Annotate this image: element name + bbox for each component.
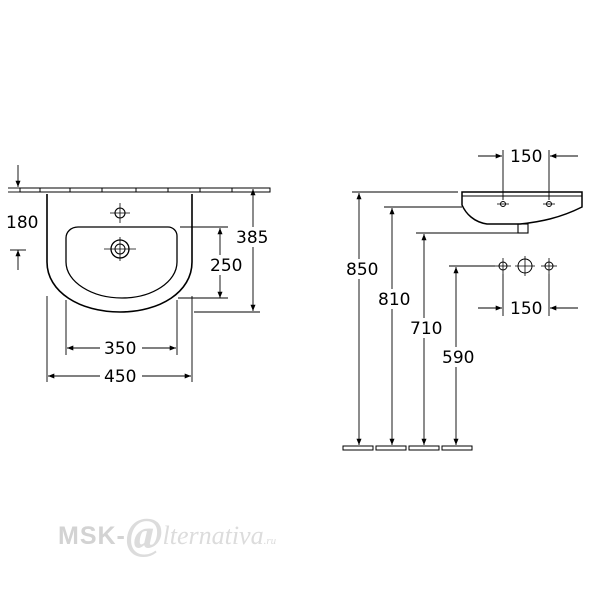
dim-150-top xyxy=(478,150,578,200)
dim-150-top-label: 150 xyxy=(510,147,542,167)
basin-inner-bowl xyxy=(65,226,178,299)
dim-810 xyxy=(384,206,462,445)
watermark-part-a: MSK- xyxy=(58,522,126,550)
dim-850 xyxy=(352,191,458,445)
wall-bolts xyxy=(495,256,557,276)
dim-810-label: 810 xyxy=(378,290,410,310)
dim-385-label: 385 xyxy=(236,228,268,248)
dimension-labels: 180 385 250 350 450 150 150 850 810 710 … xyxy=(6,147,542,387)
watermark-part-b: lternativa xyxy=(162,521,264,550)
basin-outer-outline xyxy=(46,194,193,313)
wall-strip xyxy=(19,187,271,193)
dim-850-label: 850 xyxy=(346,260,378,280)
top-view xyxy=(8,165,271,382)
dim-180 xyxy=(8,165,26,270)
dim-450-label: 450 xyxy=(104,367,136,387)
watermark: MSK-@lternativa.ru xyxy=(58,508,276,559)
dim-710 xyxy=(416,232,518,445)
watermark-part-c: .ru xyxy=(263,535,277,547)
floor-pads xyxy=(342,445,473,451)
dim-350-label: 350 xyxy=(104,339,136,359)
dim-180-label: 180 xyxy=(6,213,38,233)
dim-250-label: 250 xyxy=(210,256,242,276)
dim-590-label: 590 xyxy=(442,348,474,368)
dim-150-bottom xyxy=(478,274,578,316)
waste-outlet xyxy=(517,223,529,234)
dim-150-bottom-label: 150 xyxy=(510,299,542,319)
dim-710-label: 710 xyxy=(410,319,442,339)
basin-side-profile xyxy=(461,191,583,225)
side-view xyxy=(342,150,583,451)
watermark-at-sign: @ xyxy=(125,509,163,558)
dim-385 xyxy=(194,187,260,313)
